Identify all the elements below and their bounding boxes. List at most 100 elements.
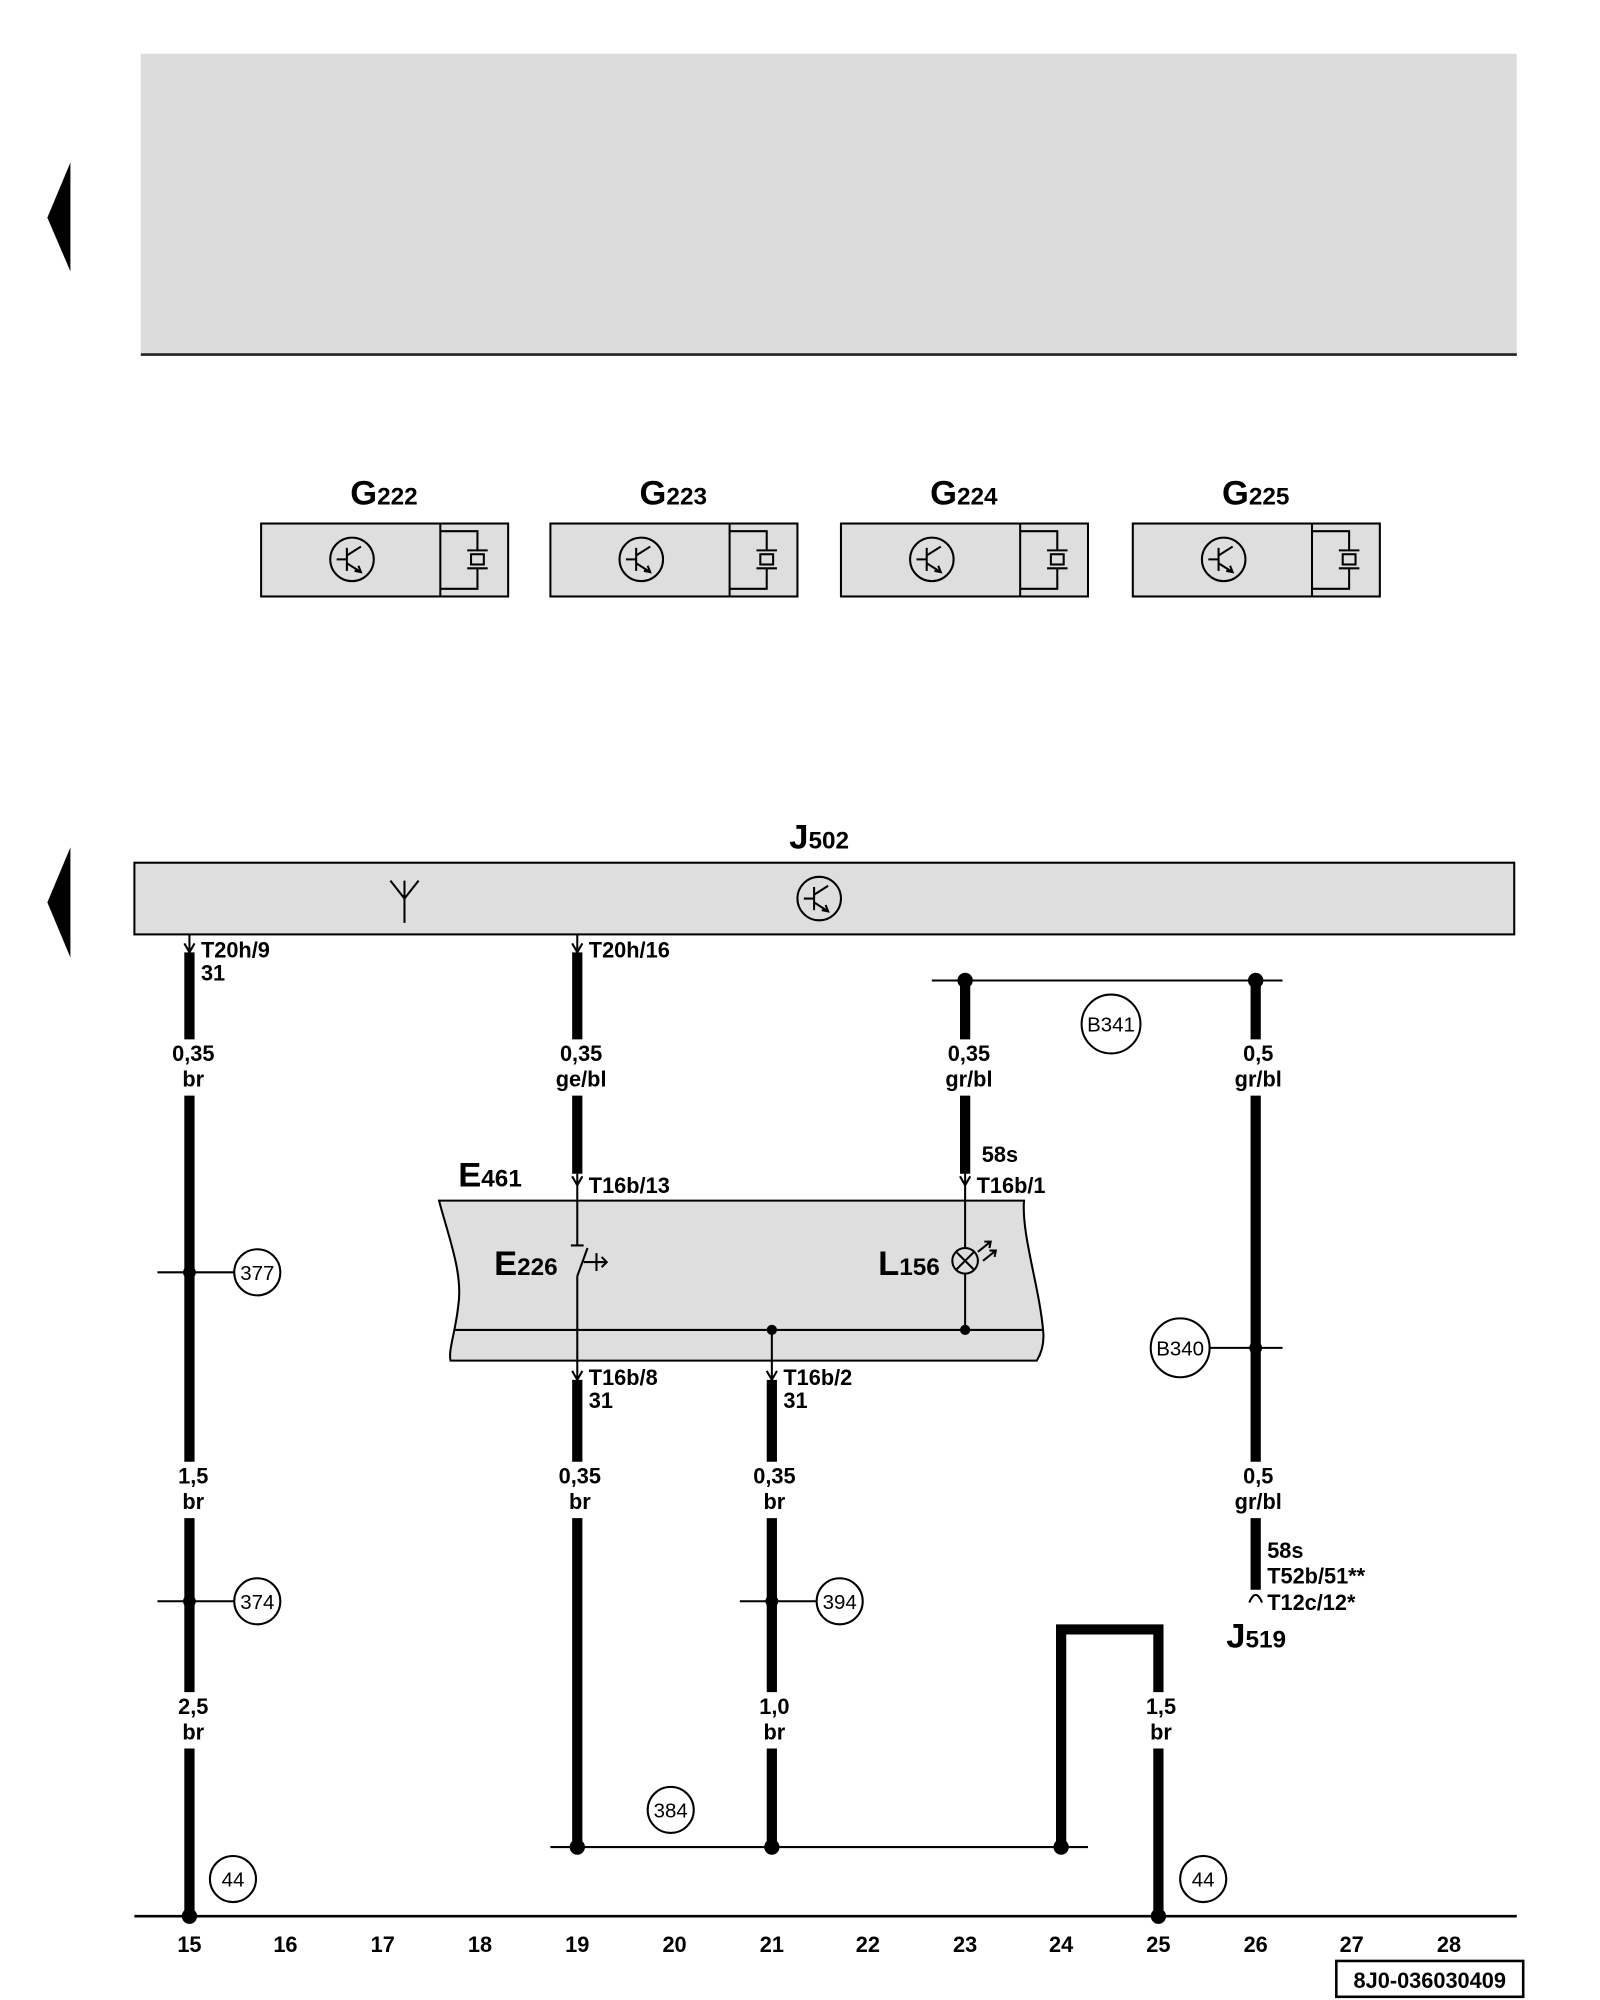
header-panel [140, 53, 1517, 356]
sensor-label: G224 [930, 474, 998, 512]
sensor-g222: G222 [260, 474, 510, 598]
transistor-icon [1200, 536, 1247, 583]
track-number: 17 [371, 1932, 395, 1957]
piezo-element-icon [728, 523, 777, 597]
sensor-g224: G224 [839, 474, 1090, 598]
wire-color: br [182, 1489, 204, 1514]
track-number: 18 [468, 1932, 492, 1957]
connection-ref: B341 [1087, 1014, 1135, 1037]
connector-pin: T16b/13 [589, 1173, 670, 1198]
wire-size: 0,35 [559, 1464, 601, 1489]
wire-track-23: B341 0,35 gr/bl 58s T16b/1 [931, 972, 1283, 1336]
track-number: 28 [1437, 1932, 1461, 1957]
wire-color: gr/bl [1235, 1489, 1282, 1514]
connection-ref: 384 [654, 1800, 688, 1823]
sensor-g225: G225 [1131, 474, 1381, 598]
track-axis: 15 16 17 18 19 20 21 22 23 24 25 26 27 2… [134, 1914, 1517, 1957]
wire-size: 0,35 [560, 1041, 602, 1066]
connection-ref: 377 [240, 1262, 274, 1285]
wire-color: br [764, 1720, 786, 1745]
track-number: 19 [565, 1932, 589, 1957]
wire-size: 0,5 [1243, 1041, 1273, 1066]
wire-size: 0,35 [172, 1041, 214, 1066]
wire-track-21: T16b/2 31 0,35 br 394 1,0 br [739, 1324, 864, 1855]
transistor-icon [618, 536, 665, 583]
connector-pin: T16b/2 [783, 1365, 852, 1390]
connection-ref: 394 [823, 1591, 857, 1614]
wire-color: ge/bl [556, 1067, 607, 1092]
connector-pin: T16b/8 [589, 1365, 658, 1390]
track-number: 16 [273, 1932, 297, 1957]
document-number-box: 8J0-036030409 [1335, 1959, 1525, 1999]
piezo-element-icon [1310, 523, 1360, 597]
sensor-label: G223 [640, 474, 707, 512]
connector-pin: T20h/9 [201, 937, 270, 962]
control-unit-2-label: J519 [1226, 1617, 1286, 1655]
transistor-icon [329, 536, 375, 583]
wire-track-19: T20h/16 0,35 ge/bl T16b/13 T16b/8 31 0,3… [556, 934, 670, 1855]
ground-point-ref: 44 [1192, 1869, 1215, 1892]
wire-track-15: T20h/9 31 0,35 br 377 1,5 br 374 2,5 br … [157, 934, 282, 1924]
sensor-body [260, 522, 510, 598]
piezo-element-icon [439, 523, 488, 597]
wire-color: br [1150, 1720, 1172, 1745]
track-number: 25 [1146, 1932, 1170, 1957]
connector-pin: T12c/12* [1267, 1590, 1356, 1615]
wire-size: 1,0 [759, 1694, 789, 1719]
antenna-icon [389, 880, 420, 923]
lamp-label: L156 [878, 1245, 940, 1283]
wire-track-25: 1,5 br 44 [1053, 1624, 1228, 1924]
sensor-label: G225 [1222, 474, 1289, 512]
sensor-label: G222 [350, 474, 417, 512]
sensor-body [839, 522, 1090, 598]
control-unit-label: J502 [789, 819, 849, 857]
connector-pin: T20h/16 [589, 937, 670, 962]
track-number: 22 [856, 1932, 880, 1957]
switch-module-e461: E461 E226 L156 [437, 1157, 1045, 1362]
wire-color: br [569, 1489, 591, 1514]
sensor-g223: G223 [549, 474, 799, 598]
transistor-icon [909, 536, 955, 583]
wire-size: 0,35 [948, 1041, 990, 1066]
terminal-label: 58s [1267, 1538, 1303, 1563]
connector-pin: T52b/51** [1267, 1563, 1365, 1588]
wire-color: gr/bl [1235, 1067, 1282, 1092]
wire-track-26: 0,5 gr/bl B340 0,5 gr/bl 58s T52b/51** T… [1149, 980, 1366, 1655]
wire-size: 0,35 [753, 1464, 795, 1489]
previous-page-arrow-icon [47, 162, 71, 272]
wire-color: gr/bl [945, 1067, 992, 1092]
wire-color: br [764, 1489, 786, 1514]
terminal-label: 31 [783, 1388, 807, 1413]
track-number: 20 [662, 1932, 686, 1957]
wire-size: 0,5 [1243, 1464, 1273, 1489]
wire-size: 1,5 [178, 1464, 208, 1489]
switch-module-label: E461 [458, 1157, 522, 1195]
wire-color: br [182, 1067, 204, 1092]
track-number: 24 [1049, 1932, 1073, 1957]
continue-arrow-icon [47, 847, 71, 958]
terminal-label: 31 [201, 960, 225, 985]
track-number: 21 [760, 1932, 784, 1957]
connection-ref: 374 [240, 1591, 274, 1614]
track-number: 15 [177, 1932, 201, 1957]
connector-pin: T16b/1 [977, 1173, 1046, 1198]
control-unit-j502: J502 [133, 819, 1516, 936]
terminal-label: 31 [589, 1388, 613, 1413]
track-number: 23 [953, 1932, 977, 1957]
piezo-element-icon [1019, 523, 1068, 597]
wire-size: 2,5 [178, 1694, 208, 1719]
terminal-label: 58s [982, 1142, 1018, 1167]
connection-ref: B340 [1156, 1338, 1204, 1361]
track-number: 26 [1244, 1932, 1268, 1957]
track-number: 27 [1340, 1932, 1364, 1957]
ground-point-ref: 44 [222, 1869, 245, 1892]
switch-label: E226 [494, 1245, 558, 1283]
sensor-body [1131, 522, 1381, 598]
wire-color: br [182, 1720, 204, 1745]
wire-size: 1,5 [1146, 1694, 1176, 1719]
document-number: 8J0-036030409 [1354, 1968, 1506, 1993]
sensor-body [549, 522, 799, 598]
transistor-icon [796, 875, 842, 922]
ground-bus: 384 [550, 1785, 1088, 1849]
